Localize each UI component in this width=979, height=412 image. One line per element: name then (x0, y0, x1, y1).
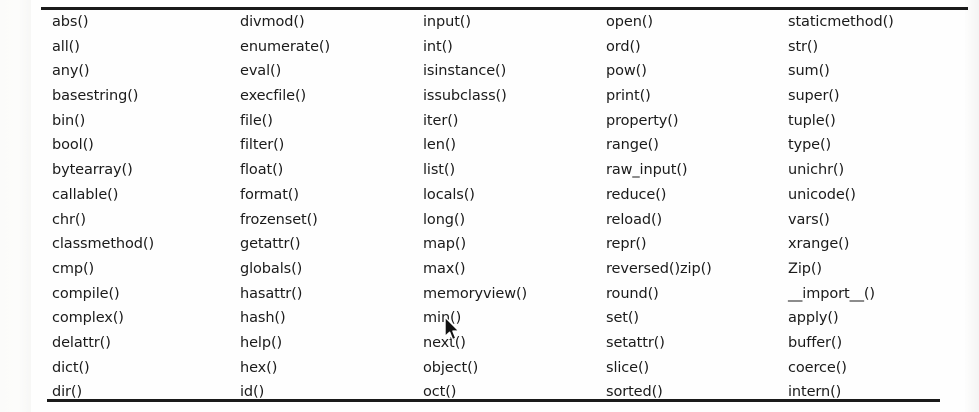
table-cell: bool() (52, 137, 94, 154)
table-cell: intern() (788, 384, 842, 401)
table-cell: vars() (788, 211, 830, 228)
table-cell: iter() (423, 112, 459, 129)
table-cell: __import__() (788, 285, 875, 302)
table-cell: input() (423, 14, 471, 30)
table-cell: bytearray() (52, 162, 133, 179)
table-cell: bin() (52, 112, 86, 129)
table-cell: xrange() (788, 236, 850, 253)
table-cell: setattr() (606, 334, 665, 351)
table-cell: eval() (240, 63, 282, 80)
table-cell: isinstance() (423, 63, 507, 80)
table-cell: globals() (240, 260, 303, 277)
table-cell: any() (52, 63, 90, 80)
table-cell: all() (52, 38, 80, 55)
table-cell: Zip() (788, 260, 822, 277)
table-cell: list() (423, 162, 456, 179)
table-cell: len() (423, 137, 456, 154)
table-cell: oct() (423, 384, 457, 401)
table-cell: coerce() (788, 359, 847, 376)
table-cell: int() (423, 38, 453, 55)
table-cell: next() (423, 334, 466, 351)
table-cell: raw_input() (606, 162, 688, 179)
table-cell: apply() (788, 310, 839, 327)
table-cell: filter() (240, 137, 285, 154)
table-column-2: divmod() enumerate() eval() execfile() f… (240, 10, 422, 405)
table-cell: locals() (423, 186, 475, 203)
table-cell: getattr() (240, 236, 301, 253)
table-cell: str() (788, 38, 819, 55)
table-cell: sorted() (606, 384, 663, 401)
table-cell: staticmethod() (788, 14, 894, 30)
table-cell: open() (606, 14, 653, 30)
table-cell: min() (423, 310, 462, 327)
table-cell: round() (606, 285, 659, 302)
table-cell: memoryview() (423, 285, 528, 302)
table-cell: execfile() (240, 88, 307, 105)
table-cell: ord() (606, 38, 641, 55)
table-cell: issubclass() (423, 88, 507, 105)
table-cell: buffer() (788, 334, 842, 351)
table-column-5: staticmethod() str() sum() super() tuple… (788, 10, 973, 405)
table-cell: cmp() (52, 260, 95, 277)
page-paper-surface (31, 0, 979, 412)
table-cell: divmod() (240, 14, 305, 30)
table-cell: abs() (52, 14, 89, 30)
table-cell: classmethod() (52, 236, 155, 253)
table-cell: reversed()zip() (606, 260, 712, 277)
page-right-margin-shading (965, 0, 979, 412)
table-cell: file() (240, 112, 273, 129)
table-column-4: open() ord() pow() print() property() ra… (606, 10, 787, 405)
table-cell: object() (423, 359, 479, 376)
table-cell: range() (606, 137, 659, 154)
table-cell: long() (423, 211, 466, 228)
table-cell: enumerate() (240, 38, 331, 55)
table-cell: set() (606, 310, 639, 327)
table-cell: sum() (788, 63, 830, 80)
table-cell: dir() (52, 384, 83, 401)
table-cell: dict() (52, 359, 90, 376)
table-cell: float() (240, 162, 284, 179)
table-top-rule (41, 7, 968, 10)
table-cell: chr() (52, 211, 86, 228)
table-cell: complex() (52, 310, 124, 327)
table-cell: id() (240, 384, 265, 401)
table-bottom-rule (47, 399, 940, 402)
table-cell: super() (788, 88, 840, 105)
table-cell: callable() (52, 186, 119, 203)
table-cell: unichr() (788, 162, 845, 179)
table-cell: hasattr() (240, 285, 303, 302)
table-cell: repr() (606, 236, 647, 253)
table-cell: reload() (606, 211, 663, 228)
table-cell: format() (240, 186, 299, 203)
table-cell: frozenset() (240, 211, 318, 228)
page-left-margin-shading (0, 0, 31, 412)
table-cell: reduce() (606, 186, 667, 203)
table-cell: property() (606, 112, 679, 129)
table-cell: unicode() (788, 186, 856, 203)
table-column-3: input() int() isinstance() issubclass() … (423, 10, 605, 405)
table-cell: delattr() (52, 334, 111, 351)
table-cell: compile() (52, 285, 120, 302)
table-cell: help() (240, 334, 283, 351)
table-cell: hash() (240, 310, 286, 327)
table-column-1: abs() all() any() basestring() bin() boo… (52, 10, 238, 405)
table-cell: basestring() (52, 88, 139, 105)
table-cell: slice() (606, 359, 650, 376)
table-cell: print() (606, 88, 651, 105)
table-cell: max() (423, 260, 466, 277)
table-cell: tuple() (788, 112, 836, 129)
table-cell: map() (423, 236, 467, 253)
table-cell: hex() (240, 359, 278, 376)
table-cell: type() (788, 137, 832, 154)
table-cell: pow() (606, 63, 647, 80)
